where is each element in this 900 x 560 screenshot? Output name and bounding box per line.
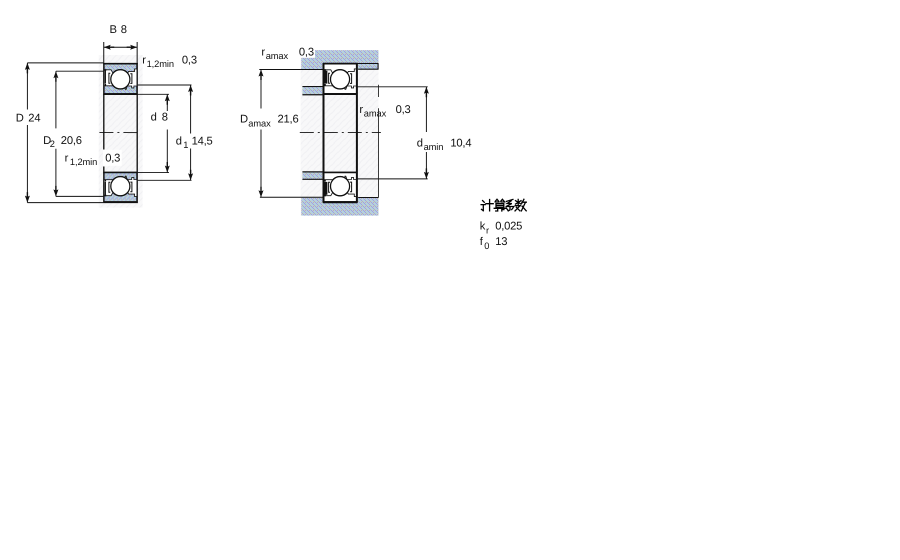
- svg-text:2: 2: [50, 139, 55, 149]
- svg-text:r: r: [65, 152, 69, 164]
- svg-text:f: f: [480, 236, 484, 248]
- svg-text:r: r: [486, 225, 489, 235]
- svg-text:1,2min: 1,2min: [147, 59, 174, 69]
- svg-text:0: 0: [484, 241, 489, 251]
- svg-text:d: d: [176, 135, 182, 147]
- svg-text:amax: amax: [248, 118, 271, 128]
- svg-text:D: D: [240, 114, 248, 126]
- svg-text:1,2min: 1,2min: [70, 157, 97, 167]
- svg-text:r: r: [261, 46, 265, 58]
- svg-text:13: 13: [495, 236, 507, 248]
- svg-text:d: d: [417, 137, 423, 149]
- svg-text:21,6: 21,6: [278, 114, 299, 126]
- svg-text:1: 1: [183, 140, 188, 150]
- svg-text:r: r: [142, 54, 146, 66]
- svg-text:amax: amax: [364, 109, 387, 119]
- svg-text:14,5: 14,5: [192, 135, 213, 147]
- svg-text:D: D: [16, 112, 24, 124]
- svg-text:amax: amax: [266, 51, 289, 61]
- svg-text:20,6: 20,6: [61, 135, 82, 147]
- svg-text:D: D: [43, 135, 51, 147]
- svg-text:0,3: 0,3: [182, 54, 197, 66]
- svg-text:0,3: 0,3: [105, 152, 120, 164]
- svg-text:B: B: [110, 24, 117, 36]
- svg-text:0,3: 0,3: [396, 104, 411, 116]
- svg-text:k: k: [480, 221, 486, 233]
- svg-text:24: 24: [28, 112, 40, 124]
- svg-text:8: 8: [162, 112, 168, 124]
- svg-text:0,025: 0,025: [495, 221, 522, 233]
- svg-text:d: d: [151, 112, 157, 124]
- svg-text:8: 8: [121, 24, 127, 36]
- svg-text:10,4: 10,4: [450, 137, 471, 149]
- svg-text:0,3: 0,3: [299, 46, 314, 58]
- svg-text:amin: amin: [424, 142, 444, 152]
- svg-text:r: r: [359, 104, 363, 116]
